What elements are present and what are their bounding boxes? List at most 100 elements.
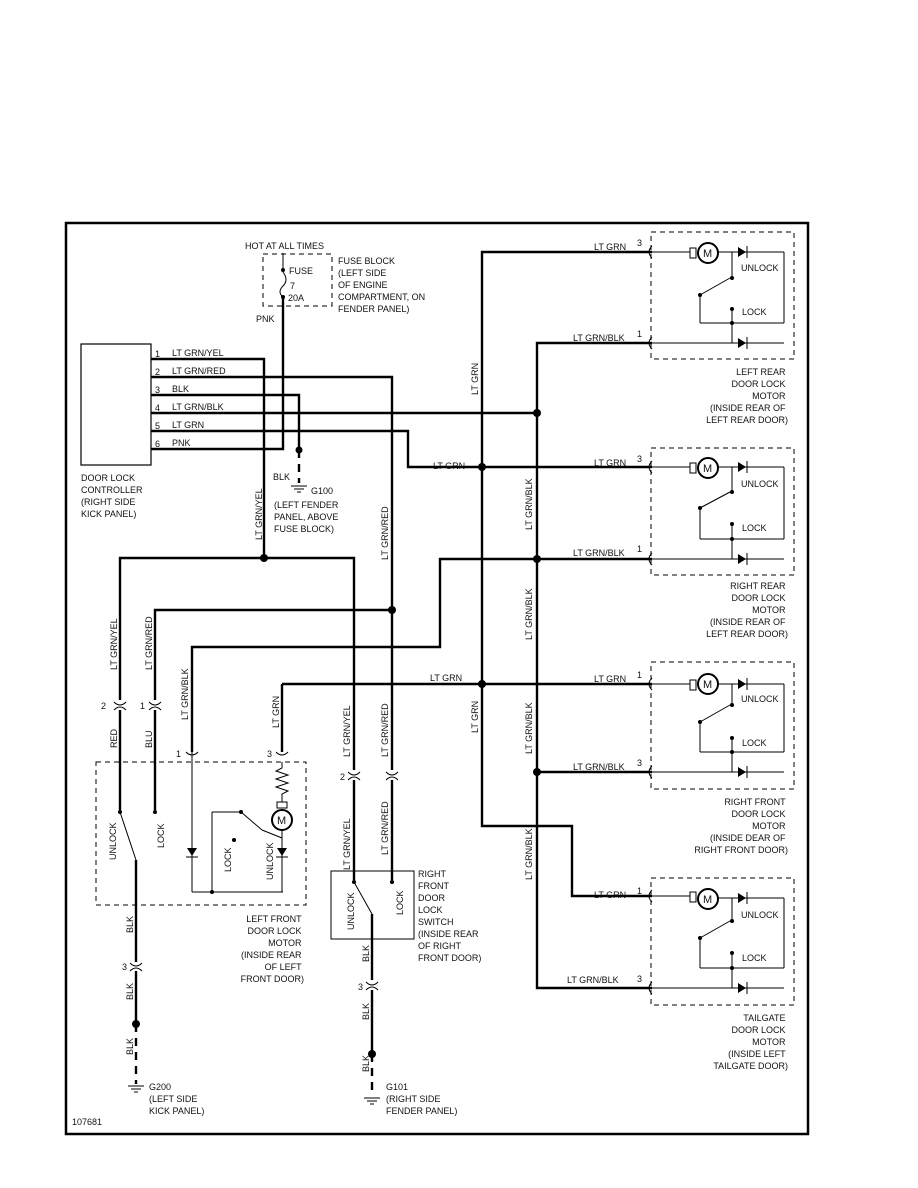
controller-pin-1: 1	[155, 349, 160, 359]
svg-text:1: 1	[140, 701, 145, 711]
svg-text:LT GRN/RED: LT GRN/RED	[380, 703, 390, 757]
lt-grn-red-vertical-label: LT GRN/RED	[380, 506, 390, 560]
controller-wire-2: LT GRN/RED	[172, 366, 226, 376]
pin-label: 3	[637, 758, 642, 768]
ground-g100: BLK G100 (LEFT FENDER PANEL, ABOVE FUSE …	[273, 472, 341, 534]
wire-label: LT GRN	[594, 674, 626, 684]
svg-text:LT GRN/YEL: LT GRN/YEL	[342, 705, 352, 757]
lf-lt-grn-yel-label: LT GRN/YEL	[109, 618, 119, 670]
tailgate-door-lock-motor: LT GRN 1 LT GRN/BLK 3 M UNLOCK LOCK TAIL…	[567, 877, 795, 1071]
g200-description: (LEFT SIDE KICK PANEL)	[149, 1094, 204, 1116]
tailgate-description: TAILGATE DOOR LOCK MOTOR (INSIDE LEFT TA…	[713, 1013, 788, 1071]
controller-description: DOOR LOCK CONTROLLER (RIGHT SIDE KICK PA…	[81, 473, 145, 519]
pin-label: 1	[637, 670, 642, 680]
svg-text:M: M	[703, 894, 712, 906]
svg-text:3: 3	[358, 982, 363, 992]
pin-label: 1	[637, 544, 642, 554]
wire-label: LT GRN/BLK	[573, 548, 625, 558]
controller-wire-5: LT GRN	[172, 420, 204, 430]
svg-text:UNLOCK: UNLOCK	[346, 892, 356, 930]
svg-text:LT GRN/RED: LT GRN/RED	[380, 801, 390, 855]
svg-text:BLK: BLK	[125, 983, 135, 1000]
bus-label-lt-grn-4: LT GRN	[470, 701, 480, 733]
g100-wire-label: BLK	[273, 472, 290, 482]
svg-text:BLK: BLK	[361, 945, 371, 962]
fuse-block-outline	[262, 253, 333, 307]
right-front-door-lock-switch: LT GRN/YEL LT GRN/RED 2 LT GRN/YEL LT GR…	[330, 703, 481, 980]
pin-label: 1	[637, 329, 642, 339]
right-rear-door-lock-motor: LT GRN 3 LT GRN/BLK 1 M UNLOCK LOCK RIGH…	[573, 447, 795, 639]
pin-label: 1	[637, 886, 642, 896]
figure-id: 107681	[72, 1117, 102, 1127]
svg-text:M: M	[277, 815, 286, 827]
svg-text:BLK: BLK	[361, 1003, 371, 1020]
wire-label: LT GRN/BLK	[573, 333, 625, 343]
lt-grn-yel-vertical-label: LT GRN/YEL	[254, 488, 264, 540]
left-rear-door-lock-motor: LT GRN 3 LT GRN/BLK 1 M UNLOCK LOCK LEFT…	[573, 231, 795, 425]
svg-text:LOCK: LOCK	[156, 823, 166, 848]
fuse-block: HOT AT ALL TIMES FUSE 7 20A FUSE BLOCK (…	[245, 241, 428, 324]
fuse-number: 7	[290, 281, 295, 291]
left-front-description: LEFT FRONT DOOR LOCK MOTOR (INSIDE REAR …	[241, 914, 304, 984]
svg-text:BLK: BLK	[125, 916, 135, 933]
controller-wire-1: LT GRN/YEL	[172, 348, 224, 358]
bus-label-lt-grn-3: LT GRN	[430, 673, 462, 683]
svg-text:BLK: BLK	[361, 1055, 371, 1072]
fuse-icon	[279, 271, 287, 298]
controller-pin-3: 3	[155, 385, 160, 395]
unlock-label: UNLOCK	[741, 910, 779, 920]
fuse-rating: 20A	[288, 293, 304, 303]
diode-icon	[738, 247, 746, 257]
svg-text:LOCK: LOCK	[223, 847, 233, 872]
right-front-door-lock-motor: LT GRN 1 LT GRN/BLK 3 M UNLOCK LOCK RIGH…	[573, 661, 795, 855]
g100-description: (LEFT FENDER PANEL, ABOVE FUSE BLOCK)	[274, 500, 341, 534]
svg-text:2: 2	[101, 701, 106, 711]
controller-pin-2: 2	[155, 367, 160, 377]
svg-text:LOCK: LOCK	[395, 890, 405, 915]
blu-label: BLU	[144, 730, 154, 748]
switch-description: RIGHT FRONT DOOR LOCK SWITCH (INSIDE REA…	[418, 869, 481, 963]
lock-label: LOCK	[742, 523, 767, 533]
unlock-label: UNLOCK	[741, 694, 779, 704]
bus-label-lt-grn-2: LT GRN	[433, 461, 465, 471]
svg-text:M: M	[703, 679, 712, 691]
fuse-label: FUSE	[289, 266, 313, 276]
pin-label: 3	[637, 238, 642, 248]
diagram-frame	[64, 221, 810, 1136]
controller-wire-6: PNK	[172, 438, 191, 448]
bus-label-lt-grn-blk-1: LT GRN/BLK	[524, 478, 534, 530]
svg-text:BLK: BLK	[125, 1038, 135, 1055]
controller-wires	[151, 297, 652, 610]
ground-g101-path: BLK 3 BLK BLK G101 (RIGHT SIDE FENDER PA…	[358, 945, 457, 1116]
wire-label: LT GRN/BLK	[573, 762, 625, 772]
lf-lt-grn-red-label: LT GRN/RED	[144, 616, 154, 670]
diode-icon	[738, 893, 746, 903]
controller-box	[80, 343, 152, 466]
lock-label: LOCK	[742, 953, 767, 963]
lf-lt-grn-blk-label: LT GRN/BLK	[180, 668, 190, 720]
controller-pin-5: 5	[155, 421, 160, 431]
motor-icon	[697, 457, 719, 479]
controller-pin-4: 4	[155, 403, 160, 413]
svg-text:M: M	[703, 248, 712, 260]
wire-label: LT GRN	[594, 242, 626, 252]
fuse-block-description: FUSE BLOCK (LEFT SIDE OF ENGINE COMPARTM…	[338, 256, 428, 314]
diode-icon	[738, 679, 746, 689]
svg-text:3: 3	[122, 962, 127, 972]
pin-label: 3	[637, 974, 642, 984]
lock-label: LOCK	[742, 307, 767, 317]
lf-lt-grn-label: LT GRN	[271, 696, 281, 728]
controller-pin-6: 6	[155, 439, 160, 449]
pin-label: 3	[637, 454, 642, 464]
right-rear-description: RIGHT REAR DOOR LOCK MOTOR (INSIDE REAR …	[706, 581, 788, 639]
g101-description: (RIGHT SIDE FENDER PANEL)	[386, 1094, 457, 1116]
unlock-label: UNLOCK	[741, 479, 779, 489]
wire-label: LT GRN	[594, 890, 626, 900]
diode-icon	[738, 462, 746, 472]
unlock-label: UNLOCK	[741, 263, 779, 273]
motor-icon	[697, 888, 719, 910]
g200-id: G200	[149, 1082, 171, 1092]
door-lock-controller: 1 2 3 4 5 6 LT GRN/YEL LT GRN/RED BLK LT…	[80, 343, 226, 519]
svg-text:3: 3	[267, 749, 272, 759]
svg-text:UNLOCK: UNLOCK	[108, 822, 118, 860]
